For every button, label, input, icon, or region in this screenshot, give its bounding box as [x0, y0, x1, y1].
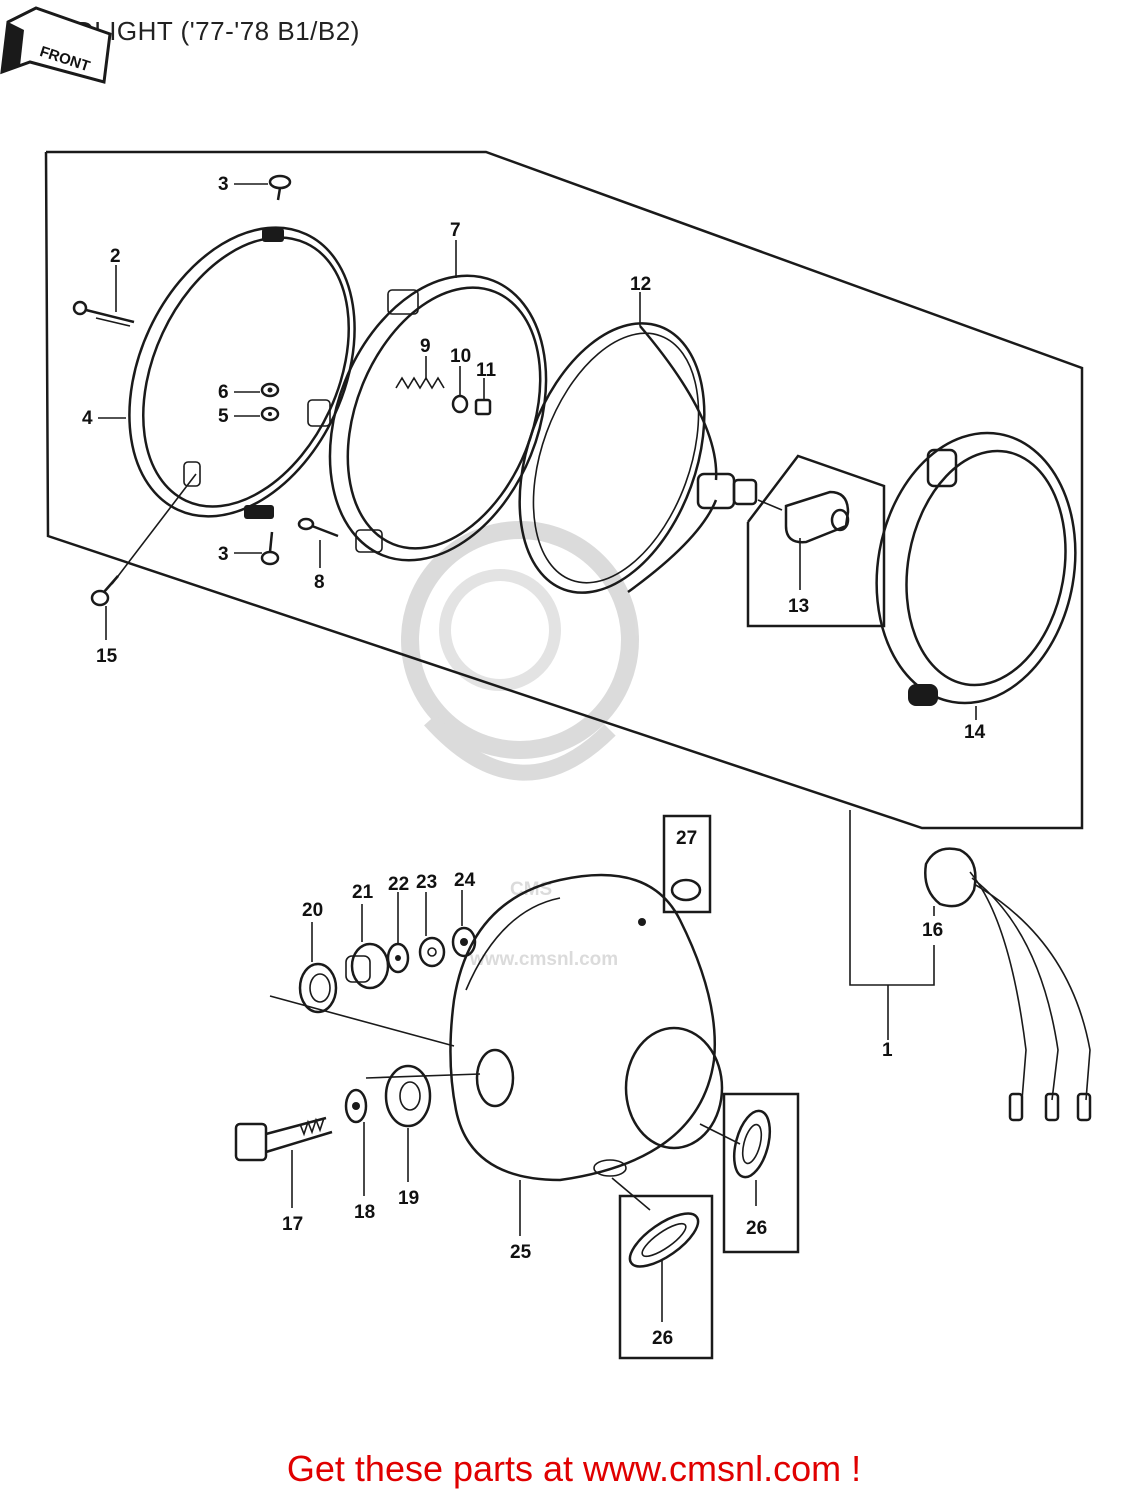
callout-26-right: 26 [746, 1218, 767, 1239]
part-14-housing-ring [875, 431, 1077, 706]
callout-22: 22 [388, 874, 409, 895]
promo-link[interactable]: Get these parts at www.cmsnl.com ! [286, 1448, 862, 1489]
part-17-bolt [234, 1116, 333, 1162]
part-26-box-bottom [618, 1194, 714, 1360]
part-25-housing [449, 873, 724, 1182]
part-12-sealed-beam [518, 322, 758, 594]
part-18-washer [344, 1088, 368, 1124]
callout-20: 20 [302, 900, 323, 921]
part-22-washer [386, 942, 410, 974]
part-21-collar [345, 942, 390, 990]
part-3-screw-bottom [260, 531, 280, 566]
callout-11: 11 [476, 360, 497, 381]
callout-3-bottom: 3 [218, 544, 229, 565]
watermark: CMS www.cmsnl.com [401, 521, 639, 970]
part-10-nut [451, 394, 469, 414]
callout-14: 14 [964, 722, 986, 743]
part-5-washer [260, 406, 280, 422]
front-arrow-icon: FRONT [0, 6, 112, 84]
part-8-screw [297, 517, 339, 538]
part-6-nut [260, 382, 280, 398]
callout-21: 21 [352, 882, 374, 903]
part-23-washer [418, 936, 446, 968]
callout-27: 27 [676, 828, 697, 849]
callout-26-bottom: 26 [652, 1328, 673, 1349]
callout-18: 18 [354, 1202, 375, 1223]
part-26-box-right [722, 1092, 800, 1254]
callout-7: 7 [450, 220, 461, 241]
callout-17: 17 [282, 1214, 303, 1235]
part-20-washer [298, 962, 338, 1014]
assembly-frame [44, 150, 1084, 830]
part-27-grommet [670, 878, 702, 902]
callout-5: 5 [218, 406, 229, 427]
part-7-inner-rim [307, 274, 548, 562]
callout-labels: 1 2 3 3 4 5 6 7 8 9 10 11 12 13 14 15 16… [82, 174, 986, 1349]
callout-9: 9 [420, 336, 431, 357]
part-11-nut [474, 398, 492, 416]
callout-25: 25 [510, 1242, 532, 1263]
part-26-grommet-bottom [628, 1212, 700, 1268]
part-3-screw-top [268, 174, 292, 201]
part-26-grommet-right [732, 1109, 772, 1179]
leader-lines [98, 183, 977, 1322]
callout-13: 13 [788, 596, 809, 617]
callout-12: 12 [630, 274, 651, 295]
callout-24: 24 [454, 870, 476, 891]
watermark-url: www.cmsnl.com [469, 949, 618, 970]
part-19-grommet [384, 1064, 432, 1128]
part-4-rim [128, 226, 356, 519]
part-9-spring [395, 376, 445, 390]
callout-10: 10 [450, 346, 471, 367]
watermark-mascot [401, 521, 639, 759]
callout-16: 16 [922, 920, 943, 941]
callout-3-top: 3 [218, 174, 229, 195]
callout-1: 1 [882, 1040, 893, 1061]
part-16-connector [924, 847, 1092, 1122]
callout-23: 23 [416, 872, 437, 893]
part-27-box [662, 814, 712, 914]
callout-6: 6 [218, 382, 229, 403]
callout-2: 2 [110, 246, 121, 267]
part-2-screw [72, 300, 135, 327]
callout-8: 8 [314, 572, 325, 593]
part-24-nut [451, 926, 477, 958]
callout-4: 4 [82, 408, 93, 429]
part-13-socket [784, 490, 850, 544]
callout-15: 15 [96, 646, 118, 667]
callout-19: 19 [398, 1188, 419, 1209]
